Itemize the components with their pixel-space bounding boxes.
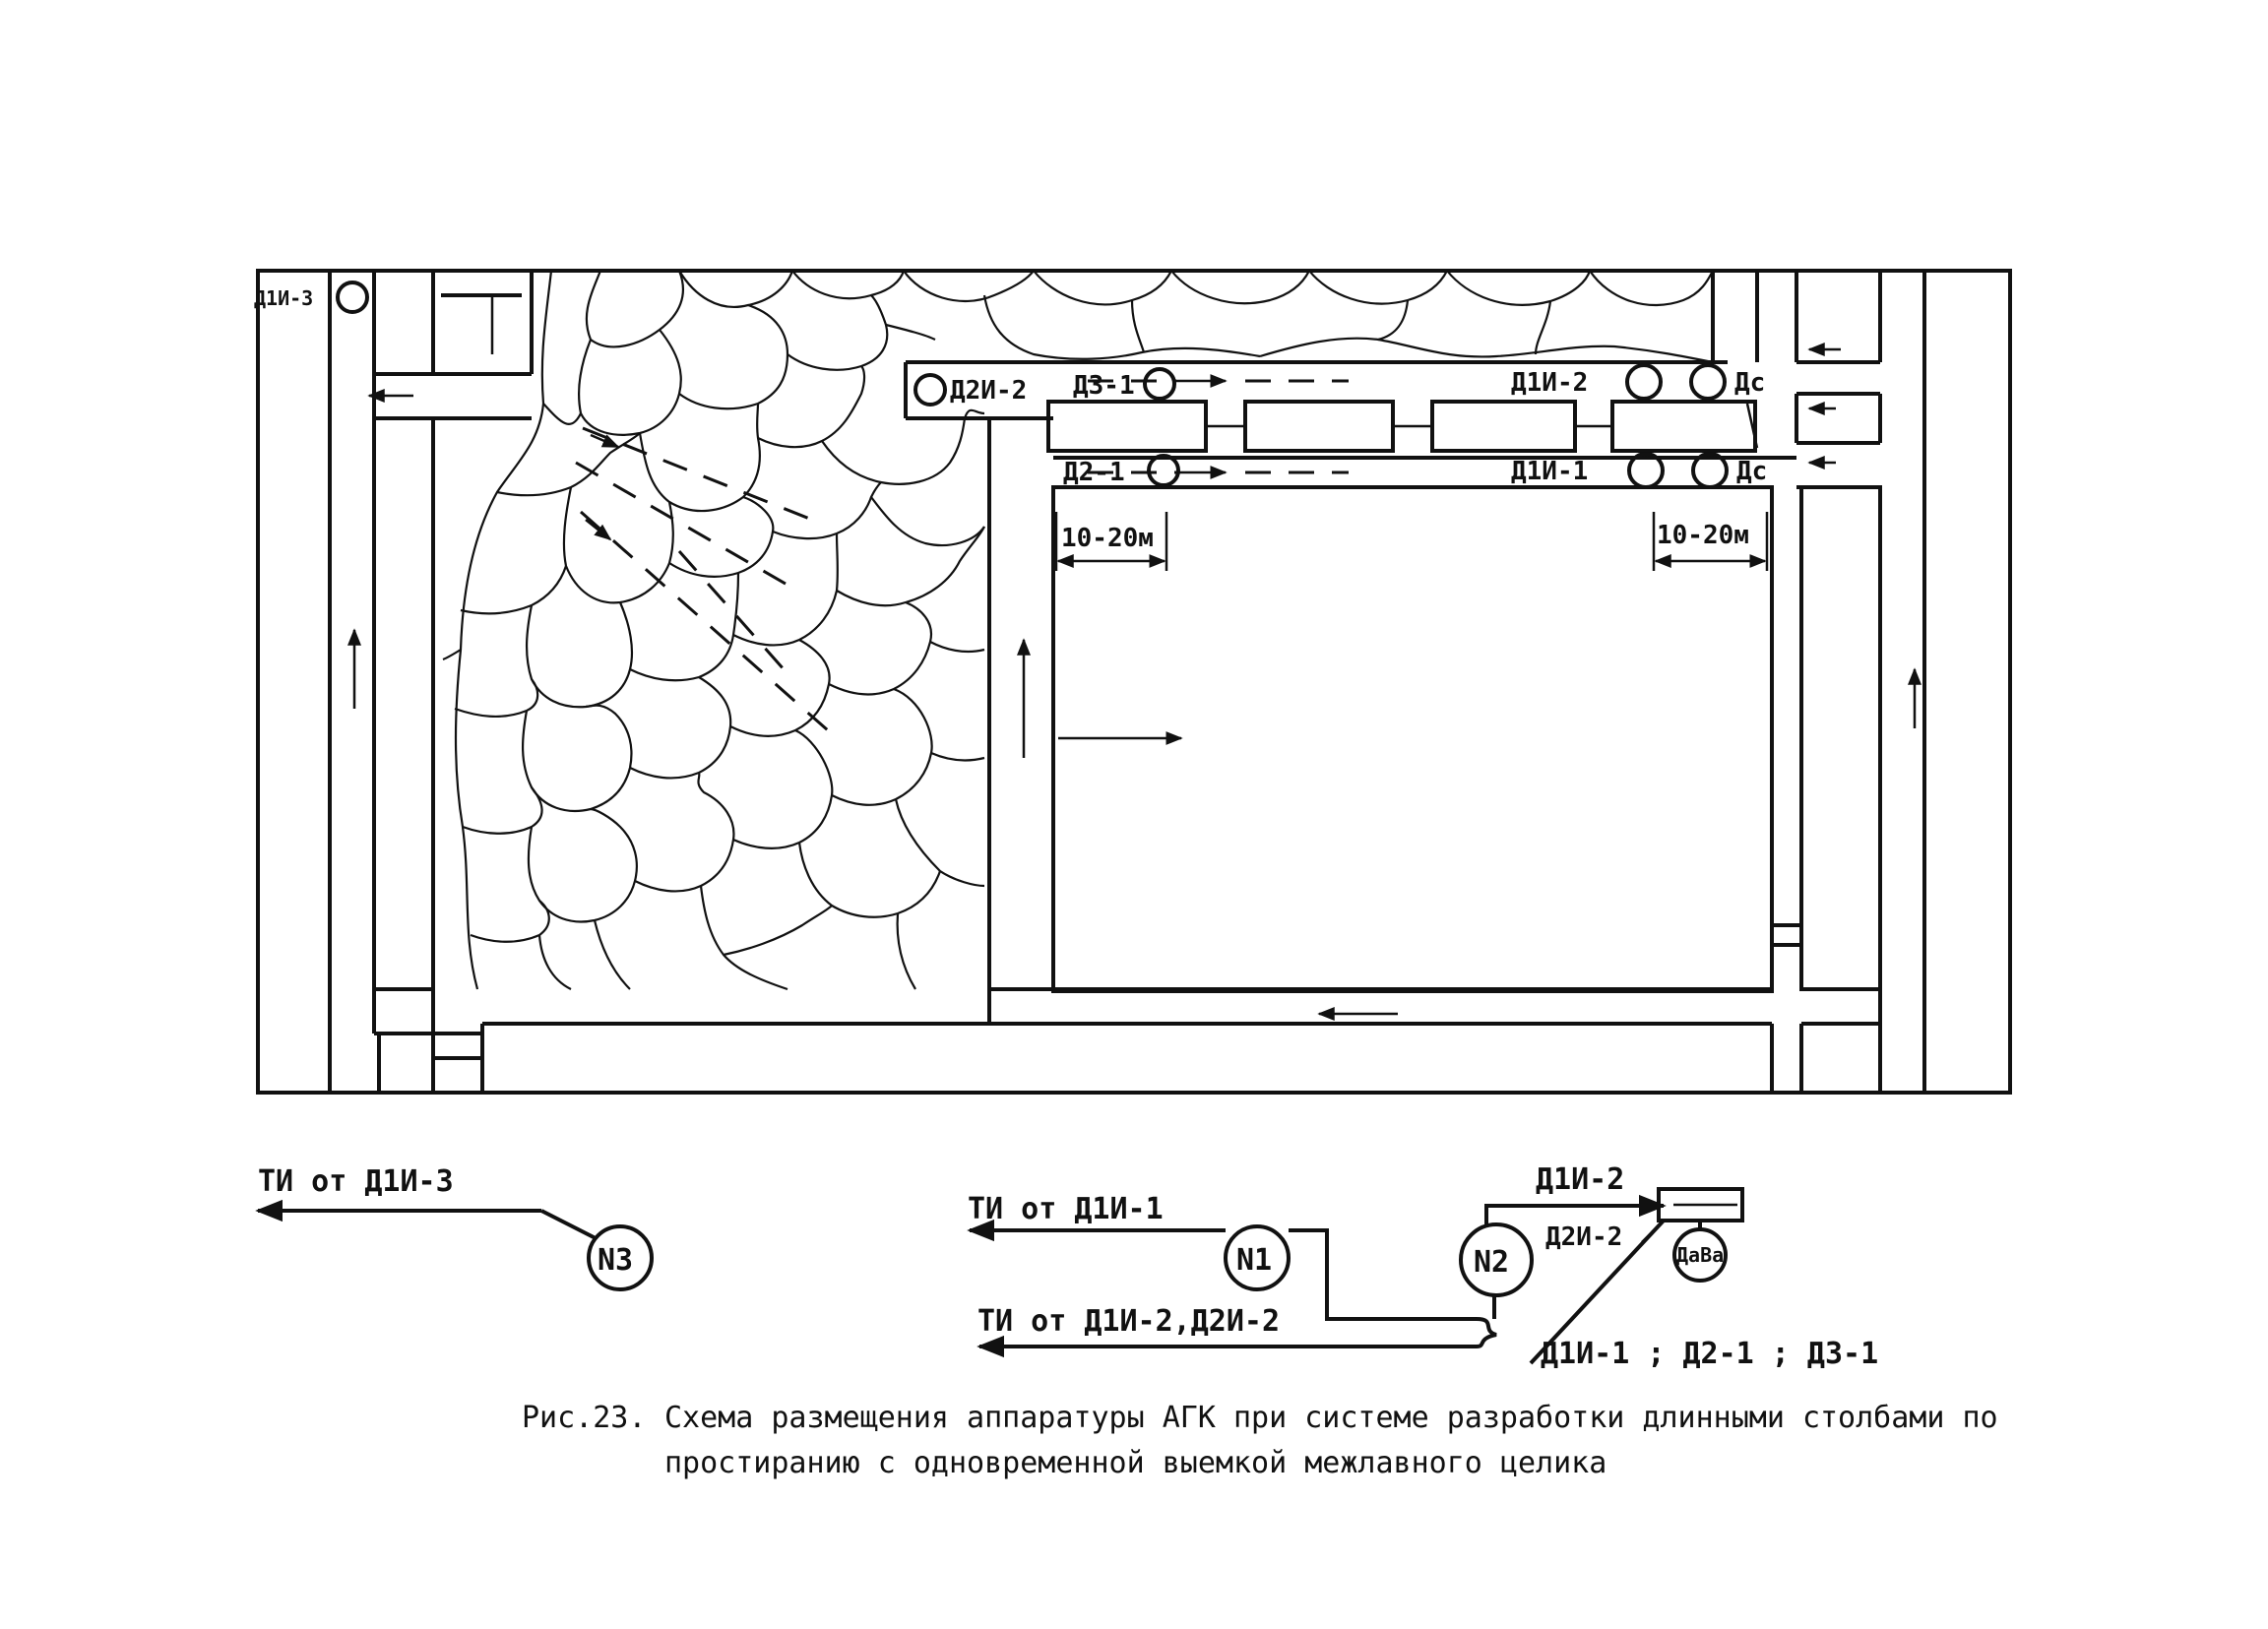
sensor-d1i3-label: Д1И-3 xyxy=(254,286,313,310)
sensor-d3-1 xyxy=(1143,367,1176,401)
sensor-d1i3 xyxy=(336,281,369,314)
sensor-ds-top-label: Дс xyxy=(1734,368,1765,398)
bottom-drift xyxy=(482,987,1774,1093)
sensor-ds-bottom-label: Дс xyxy=(1736,457,1767,486)
bottom-inputs-label: Д1И-1 ; Д2-1 ; Д3-1 xyxy=(1541,1337,1878,1371)
sensor-d2i2-label: Д2И-2 xyxy=(950,376,1027,406)
node-n1 xyxy=(1224,1224,1291,1291)
dimension-right xyxy=(1652,512,1769,571)
input-d2i2-label: Д2И-2 xyxy=(1545,1222,1622,1252)
sensor-d1i1 xyxy=(1627,452,1665,489)
figure-caption: Рис.23. Схема размещения аппаратуры АГК … xyxy=(522,1396,1998,1486)
sensor-d2i2 xyxy=(914,373,947,407)
right-drift xyxy=(1711,271,1926,1093)
sensor-d3-1-label: Д3-1 xyxy=(1073,371,1135,401)
sensor-ds-top xyxy=(1689,363,1727,401)
sensor-d2-1-label: Д2-1 xyxy=(1063,458,1125,487)
node-n1-label: N1 xyxy=(1236,1243,1272,1278)
inter-lava-pillar xyxy=(1051,485,1774,993)
siren-label: ДаВа xyxy=(1676,1243,1724,1267)
ti-d1i3-label: ТИ от Д1И-3 xyxy=(258,1164,454,1199)
sensor-d1i2 xyxy=(1625,363,1663,401)
input-d1i2-label: Д1И-2 xyxy=(1536,1162,1624,1197)
sensor-d2-1 xyxy=(1147,454,1180,487)
sensor-ds-bottom xyxy=(1691,452,1729,489)
airflow-arrows xyxy=(347,343,1922,1021)
left-drift xyxy=(328,271,534,1093)
plan-frame xyxy=(256,269,2012,1095)
node-n3 xyxy=(587,1224,654,1291)
dimension-left-label: 10-20м xyxy=(1061,524,1154,553)
longwall-sections xyxy=(1046,400,1757,453)
node-n3-label: N3 xyxy=(598,1243,633,1278)
dimension-right-label: 10-20м xyxy=(1657,521,1749,550)
figure-caption-text: Схема размещения аппаратуры АГК при сист… xyxy=(664,1401,1998,1480)
ti-d1i2-d2i2-label: ТИ от Д1И-2,Д2И-2 xyxy=(977,1304,1280,1339)
figure-number: Рис.23. xyxy=(522,1401,647,1435)
air-leak-lines xyxy=(575,426,838,740)
sensor-d1i2-label: Д1И-2 xyxy=(1511,368,1588,398)
caved-rock-goaf xyxy=(442,270,1714,991)
ti-d1i1-label: ТИ от Д1И-1 xyxy=(968,1192,1164,1226)
telemetry-schematic: ТИ от Д1И-3 N3 ТИ от Д1И-1 N1 N2 ТИ от Д… xyxy=(255,1162,1878,1371)
node-n2-label: N2 xyxy=(1474,1245,1509,1280)
sensor-d1i1-label: Д1И-1 xyxy=(1511,457,1588,486)
dimension-left xyxy=(1054,512,1168,571)
mine-plan: 10-20м 10-20м Д1И-3 Д2И-2 Д3-1 Д2-1 Д1И-… xyxy=(254,269,2012,1095)
